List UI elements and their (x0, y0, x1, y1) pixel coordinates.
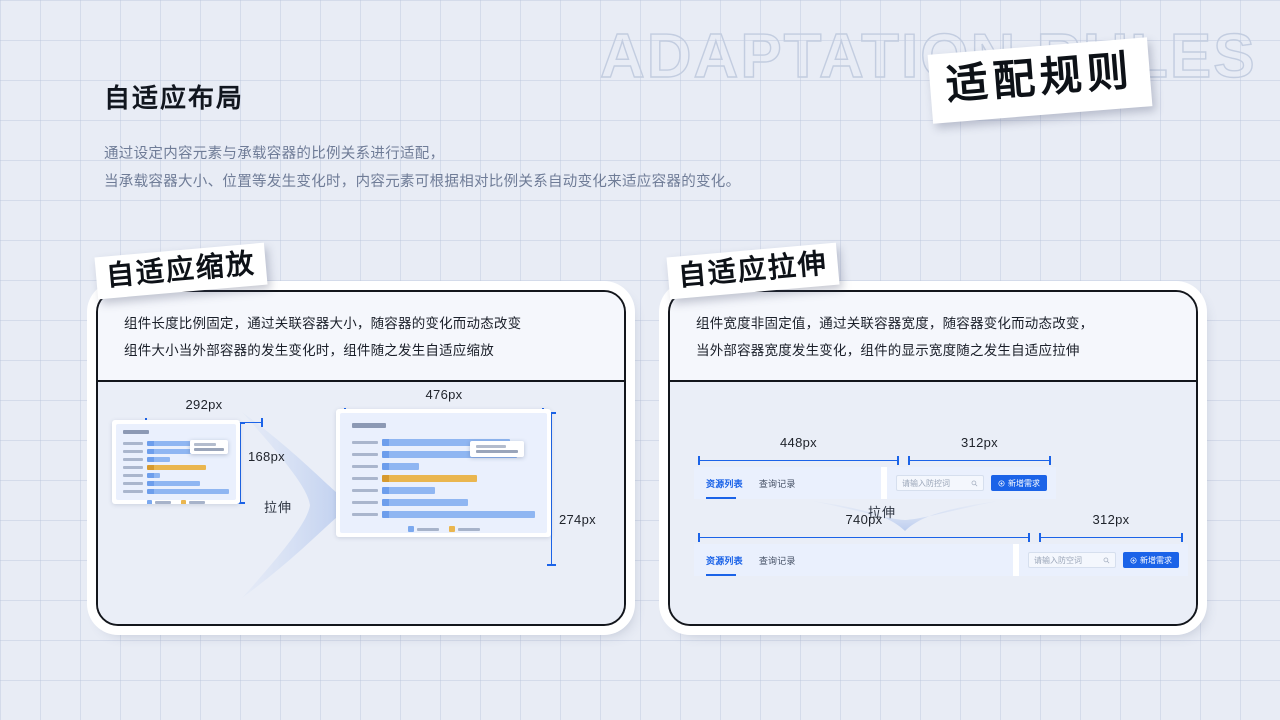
large-preview-height-ruler (547, 412, 556, 566)
preview-small (112, 420, 240, 504)
widget-bottom-add-requirement-button[interactable]: 新增需求 (1123, 552, 1179, 568)
plus-circle-icon (1130, 556, 1137, 564)
page-description: 通过设定内容元素与承载容器的比例关系进行适配， 当承载容器大小、位置等发生变化时… (104, 140, 740, 196)
small-preview-width-label: 292px (185, 397, 223, 412)
card-adaptive-scale-body: 拉伸 292px 168px (98, 382, 624, 624)
card-adaptive-scale: 组件长度比例固定，通过关联容器大小，随容器的变化而动态改变 组件大小当外部容器的… (96, 290, 626, 626)
chart-title-placeholder (123, 430, 149, 434)
widget-top: 资源列表 查询记录 请输入防控词 (694, 467, 1056, 499)
card-adaptive-scale-header: 组件长度比例固定，通过关联容器大小，随容器的变化而动态改变 组件大小当外部容器的… (98, 292, 624, 382)
page-description-line-2: 当承载容器大小、位置等发生变化时，内容元素可根据相对比例关系自动变化来适应容器的… (104, 174, 741, 190)
top-actions-width-ruler (908, 456, 1051, 465)
widget-top-search-input[interactable]: 请输入防控词 (896, 475, 984, 491)
widget-top-search-placeholder: 请输入防控词 (902, 478, 950, 488)
widget-bottom-tab-query-records[interactable]: 查询记录 (758, 555, 796, 566)
widget-top-actions: 请输入防控词 新增需求 (887, 467, 1056, 499)
card-adaptive-scale-desc-2: 组件大小当外部容器的发生变化时，组件随之发生自适应缩放 (124, 343, 494, 358)
card-adaptive-stretch-desc-2: 当外部容器宽度发生变化，组件的显示宽度随之发生自适应拉伸 (696, 343, 1080, 358)
widget-bottom-add-requirement-label: 新增需求 (1140, 555, 1172, 565)
scale-transform-label: 拉伸 (264, 500, 293, 515)
card-adaptive-stretch: 组件宽度非固定值，通过关联容器宽度，随容器变化而动态改变， 当外部容器宽度发生变… (668, 290, 1198, 626)
widget-bottom-tab-resource-list[interactable]: 资源列表 (706, 555, 743, 566)
widget-top-add-requirement-button[interactable]: 新增需求 (991, 475, 1047, 491)
page-description-line-1: 通过设定内容元素与承载容器的比例关系进行适配， (104, 146, 445, 162)
card-adaptive-scale-desc-1: 组件长度比例固定，通过关联容器大小，随容器的变化而动态改变 (124, 316, 522, 331)
preview-large (336, 409, 551, 537)
widget-top-tabs: 资源列表 查询记录 (694, 467, 881, 499)
plus-circle-icon (998, 479, 1005, 487)
bottom-tabs-width-ruler (698, 533, 1030, 542)
card-adaptive-stretch-desc-1: 组件宽度非固定值，通过关联容器宽度，随容器变化而动态改变， (696, 316, 1094, 331)
widget-bottom-tabs: 资源列表 查询记录 (694, 544, 1013, 576)
badge-adaptive-stretch-label: 自适应拉伸 (676, 246, 830, 293)
large-preview-height-label: 274px (559, 512, 596, 527)
widget-bottom-search-placeholder: 请输入防空词 (1034, 555, 1082, 565)
scale-transform-arrow-icon (242, 412, 352, 598)
bottom-actions-width-ruler (1039, 533, 1183, 542)
top-tabs-width-ruler (698, 456, 899, 465)
widget-top-divider (881, 467, 887, 499)
small-preview-height-label: 168px (248, 449, 285, 464)
chart-title-placeholder-large (352, 423, 386, 428)
widget-top-tab-resource-list[interactable]: 资源列表 (706, 478, 743, 489)
top-tabs-width-label: 448px (780, 435, 817, 450)
widget-bottom-search-input[interactable]: 请输入防空词 (1028, 552, 1116, 568)
widget-bottom-actions: 请输入防空词 新增需求 (1019, 544, 1188, 576)
bottom-tabs-width-label: 740px (845, 512, 883, 527)
badge-adaptive-scale-label: 自适应缩放 (104, 246, 258, 293)
page-title: 自适应布局 (104, 84, 245, 114)
card-adaptive-stretch-header: 组件宽度非固定值，通过关联容器宽度，随容器变化而动态改变， 当外部容器宽度发生变… (670, 292, 1196, 382)
search-icon (1103, 557, 1110, 563)
stretch-transform-arrow-icon (812, 501, 998, 531)
stretch-transform-label: 拉伸 (868, 505, 897, 520)
widget-top-tab-query-records[interactable]: 查询记录 (758, 478, 796, 489)
small-preview-height-ruler (236, 422, 245, 504)
card-adaptive-stretch-body: 448px 312px 资源列表 查询记录 请输入防控词 (670, 382, 1196, 624)
badge-adaptation-rules-label: 适配规则 (944, 45, 1136, 110)
top-actions-width-label: 312px (961, 435, 998, 450)
large-preview-width-label: 476px (425, 387, 463, 402)
search-icon (971, 480, 978, 486)
widget-top-add-requirement-label: 新增需求 (1008, 478, 1040, 488)
widget-bottom-divider (1013, 544, 1019, 576)
bottom-actions-width-label: 312px (1092, 512, 1130, 527)
widget-bottom: 资源列表 查询记录 请输入防空词 (694, 544, 1188, 576)
